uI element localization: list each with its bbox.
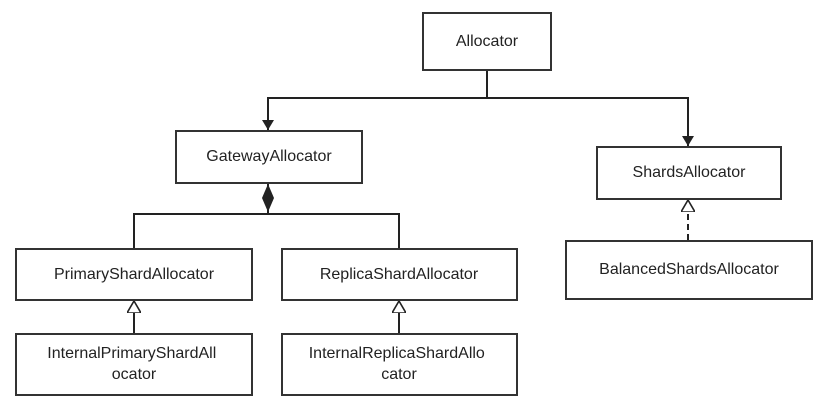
class-internal-primary-shard-allocator[interactable]: InternalPrimaryShardAll ocator — [15, 333, 253, 396]
class-primary-shard-allocator[interactable]: PrimaryShardAllocator — [15, 248, 253, 301]
class-label: ShardsAllocator — [633, 164, 747, 181]
class-label: InternalPrimaryShardAll ocator — [47, 345, 220, 383]
class-label: InternalReplicaShardAllo cator — [309, 345, 490, 383]
class-label: GatewayAllocator — [206, 148, 332, 165]
edge-allocator-to-gateway — [262, 97, 487, 130]
edge-allocator-to-shards — [487, 97, 694, 146]
class-internal-replica-shard-allocator[interactable]: InternalReplicaShardAllo cator — [281, 333, 518, 396]
class-replica-shard-allocator[interactable]: ReplicaShardAllocator — [281, 248, 518, 301]
class-label: PrimaryShardAllocator — [54, 266, 215, 283]
class-label: BalancedShardsAllocator — [599, 261, 779, 278]
class-allocator[interactable]: Allocator — [422, 12, 552, 71]
class-gateway-allocator[interactable]: GatewayAllocator — [175, 130, 363, 184]
edge-gateway-to-replica — [268, 213, 400, 249]
class-shards-allocator[interactable]: ShardsAllocator — [596, 146, 782, 200]
class-label: Allocator — [456, 33, 519, 50]
class-balanced-shards-allocator[interactable]: BalancedShardsAllocator — [565, 240, 813, 300]
class-label: ReplicaShardAllocator — [320, 266, 479, 283]
edge-gateway-to-primary — [133, 213, 268, 249]
edges — [134, 70, 688, 333]
